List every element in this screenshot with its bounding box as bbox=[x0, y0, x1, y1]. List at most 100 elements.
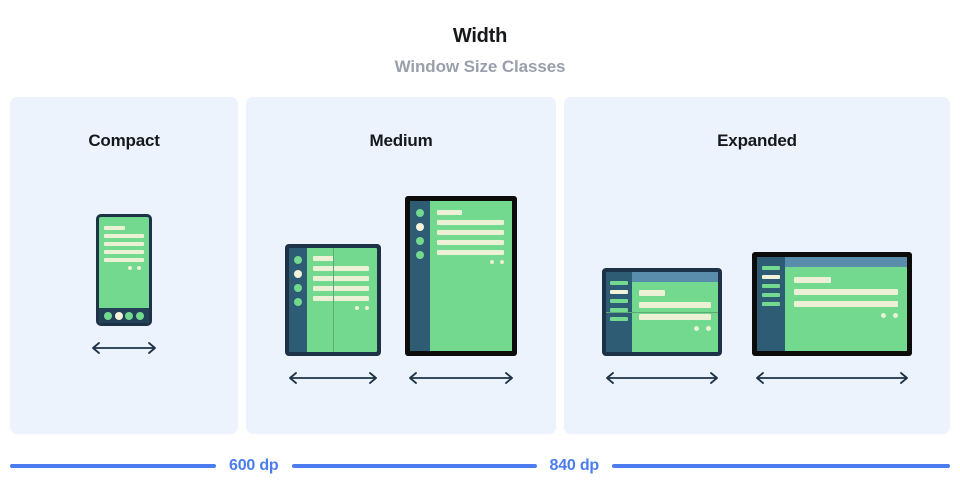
app-top-bar bbox=[632, 272, 718, 282]
navigation-rail bbox=[757, 257, 785, 351]
content-dot bbox=[355, 306, 359, 310]
scale-segment-compact bbox=[10, 464, 216, 468]
content-dots bbox=[104, 266, 144, 270]
content-body bbox=[785, 267, 907, 351]
device-column-tablet-landscape bbox=[752, 252, 912, 386]
navigation-rail bbox=[410, 201, 430, 351]
content-dot bbox=[694, 326, 699, 331]
rail-item bbox=[294, 284, 302, 292]
content-line bbox=[437, 250, 504, 255]
content-line bbox=[313, 296, 369, 301]
content-line bbox=[104, 234, 144, 238]
rail-item bbox=[610, 299, 628, 303]
content-line bbox=[104, 226, 125, 230]
breakpoint-label-600: 600 dp bbox=[229, 457, 279, 474]
rail-item bbox=[294, 256, 302, 264]
content-body bbox=[632, 282, 718, 352]
panel-medium: Medium bbox=[246, 97, 556, 434]
breakpoint-label-840: 840 dp bbox=[549, 457, 600, 474]
content-line bbox=[437, 240, 504, 245]
content-area bbox=[785, 257, 907, 351]
nav-item bbox=[125, 311, 134, 320]
rail-item-active bbox=[610, 290, 628, 294]
scale-segment-expanded bbox=[612, 464, 950, 468]
content-line bbox=[794, 301, 898, 307]
nav-item bbox=[104, 311, 113, 320]
content-line bbox=[437, 230, 504, 235]
content-line bbox=[639, 314, 711, 320]
rail-item-active bbox=[762, 275, 780, 279]
content-dot bbox=[365, 306, 369, 310]
content-dot bbox=[893, 313, 898, 318]
device-foldable-portrait bbox=[285, 244, 381, 356]
foldable-landscape-screen bbox=[606, 272, 718, 352]
rail-item bbox=[416, 251, 424, 259]
content-dot bbox=[500, 260, 504, 264]
double-arrow-horizontal-icon bbox=[289, 372, 377, 384]
phone-content bbox=[99, 217, 149, 308]
content-dot bbox=[137, 266, 141, 270]
content-line bbox=[104, 250, 144, 254]
content-line bbox=[104, 242, 144, 246]
device-group-expanded bbox=[564, 97, 950, 434]
rail-item bbox=[762, 302, 780, 306]
content-dots bbox=[639, 326, 711, 331]
chart-header: Width Window Size Classes bbox=[0, 0, 960, 92]
app-top-bar bbox=[785, 257, 907, 267]
device-phone bbox=[96, 214, 152, 326]
device-column-phone bbox=[89, 214, 159, 356]
rail-item bbox=[416, 237, 424, 245]
breakpoint-scale: 600 dp 840 dp bbox=[0, 440, 960, 494]
panel-title-compact: Compact bbox=[88, 131, 160, 150]
navigation-rail bbox=[289, 248, 307, 352]
rail-item-active bbox=[294, 270, 302, 278]
content-area bbox=[307, 248, 377, 352]
content-dot bbox=[490, 260, 494, 264]
panel-title-expanded: Expanded bbox=[717, 131, 797, 150]
content-line bbox=[639, 302, 711, 308]
phone-bottom-nav bbox=[99, 308, 149, 323]
tablet-landscape-screen bbox=[757, 257, 907, 351]
content-line bbox=[794, 277, 832, 283]
content-dots bbox=[794, 313, 898, 318]
content-line bbox=[313, 286, 369, 291]
breakpoint-scale-row: 600 dp 840 dp bbox=[10, 458, 950, 474]
fold-crease-icon bbox=[606, 312, 718, 313]
rail-item bbox=[610, 317, 628, 321]
content-dots bbox=[313, 306, 369, 310]
content-dots bbox=[437, 260, 504, 264]
content-area bbox=[430, 201, 512, 351]
rail-item bbox=[610, 308, 628, 312]
device-column-tablet-portrait bbox=[405, 196, 517, 386]
content-line bbox=[437, 220, 504, 225]
panel-expanded: Expanded bbox=[564, 97, 950, 434]
rail-item bbox=[762, 293, 780, 297]
tablet-portrait-screen bbox=[410, 201, 512, 351]
rail-item bbox=[294, 298, 302, 306]
rail-item bbox=[610, 281, 628, 285]
rail-item bbox=[762, 284, 780, 288]
nav-item-active bbox=[114, 311, 123, 320]
fold-crease-icon bbox=[333, 248, 334, 352]
content-line bbox=[313, 266, 369, 271]
device-tablet-landscape bbox=[752, 252, 912, 356]
content-dot bbox=[706, 326, 711, 331]
content-line bbox=[313, 276, 369, 281]
content-line bbox=[437, 210, 463, 215]
content-dot bbox=[128, 266, 132, 270]
phone-screen bbox=[99, 217, 149, 323]
double-arrow-horizontal-icon bbox=[756, 372, 908, 384]
device-tablet-portrait bbox=[405, 196, 517, 356]
panel-compact: Compact bbox=[10, 97, 238, 434]
nav-item bbox=[135, 311, 144, 320]
rail-item bbox=[416, 209, 424, 217]
content-dot bbox=[881, 313, 886, 318]
page-subtitle: Window Size Classes bbox=[394, 57, 566, 76]
double-arrow-horizontal-icon bbox=[409, 372, 513, 384]
rail-item-active bbox=[416, 223, 424, 231]
double-arrow-horizontal-icon bbox=[92, 342, 156, 354]
panel-title-medium: Medium bbox=[369, 131, 433, 150]
size-class-panels: Compact bbox=[10, 97, 950, 434]
device-column-foldable-landscape bbox=[602, 268, 722, 386]
foldable-portrait-screen bbox=[289, 248, 377, 352]
